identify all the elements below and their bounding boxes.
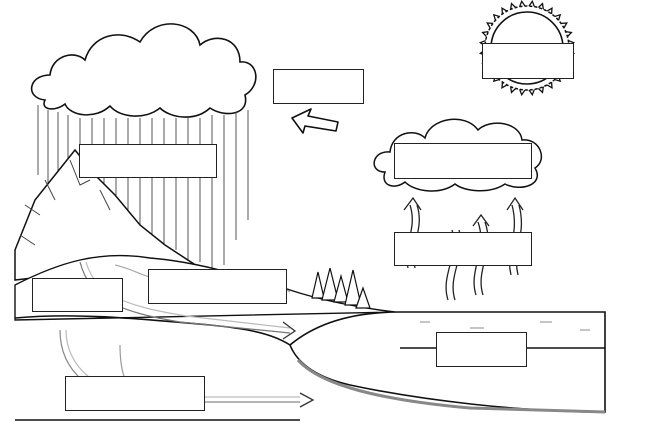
label-box-runoff[interactable] bbox=[148, 269, 287, 304]
label-box-groundwater[interactable] bbox=[65, 376, 205, 411]
label-box-rain[interactable] bbox=[79, 144, 217, 178]
wind-arrow bbox=[291, 108, 339, 134]
label-box-infiltration[interactable] bbox=[32, 278, 123, 312]
label-box-condensation[interactable] bbox=[394, 143, 532, 179]
label-box-evaporation[interactable] bbox=[394, 232, 532, 266]
rain-cloud bbox=[30, 23, 257, 118]
label-box-wind[interactable] bbox=[273, 69, 364, 104]
label-box-ocean[interactable] bbox=[436, 332, 527, 367]
trees bbox=[311, 267, 371, 309]
label-box-sun[interactable] bbox=[482, 43, 574, 79]
